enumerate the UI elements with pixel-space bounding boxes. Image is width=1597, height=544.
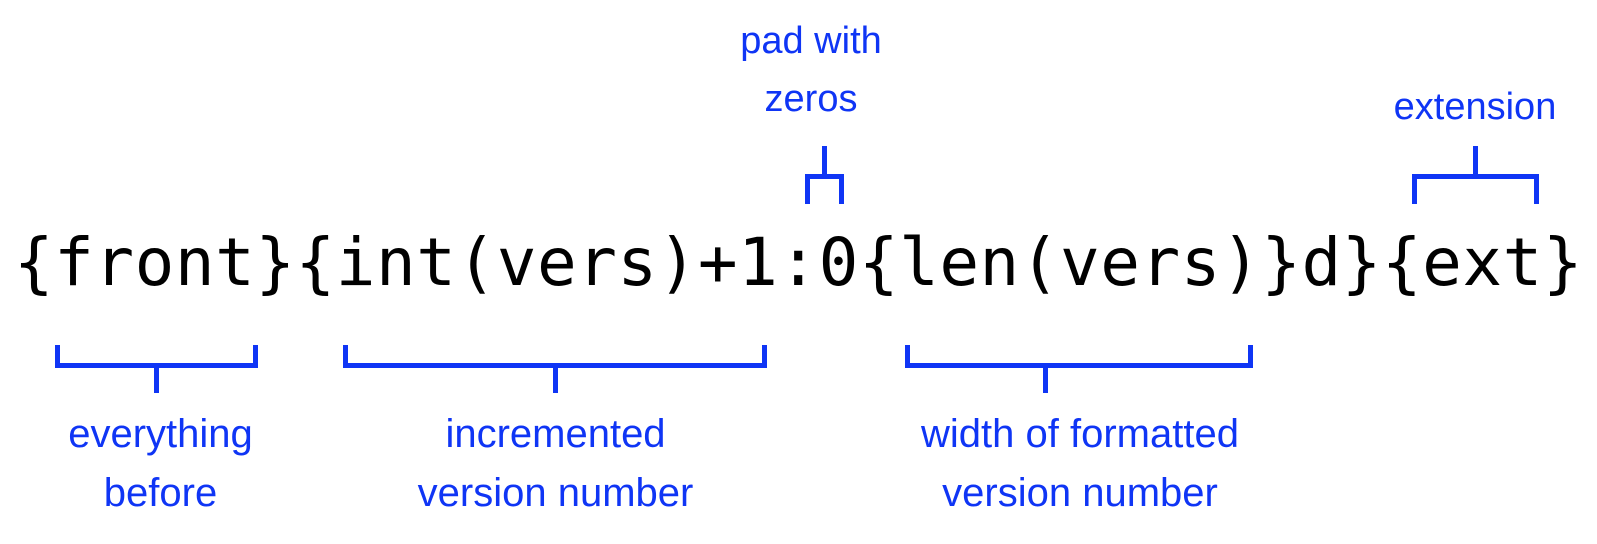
- bracket-extension: [1412, 146, 1539, 204]
- bracket-leg-right: [253, 345, 258, 368]
- bracket-stem: [154, 363, 159, 393]
- bracket-bar: [805, 174, 844, 179]
- code-string: {front}{int(vers)+1:0{len(vers)}d}{ext}: [13, 224, 1584, 301]
- bracket-leg-left: [343, 345, 348, 368]
- bracket-stem: [1043, 363, 1048, 393]
- bracket-stem: [1473, 146, 1478, 174]
- bracket-bar: [1412, 174, 1539, 179]
- annotation-label-everything-before: everything before: [68, 412, 253, 515]
- bracket-leg-left: [805, 174, 810, 204]
- bracket-leg-left: [905, 345, 910, 368]
- bracket-leg-left: [55, 345, 60, 368]
- bracket-incremented-version-number: [343, 345, 767, 393]
- bracket-stem: [553, 363, 558, 393]
- bracket-bar: [905, 363, 1253, 368]
- bracket-leg-left: [1412, 174, 1417, 204]
- bracket-leg-right: [839, 174, 844, 204]
- bracket-leg-right: [1534, 174, 1539, 204]
- bracket-leg-right: [762, 345, 767, 368]
- annotation-label-pad-with-zeros: pad with zeros: [740, 20, 882, 120]
- bracket-stem: [822, 146, 827, 174]
- annotation-label-extension: extension: [1393, 86, 1557, 128]
- annotation-label-width-of-formatted-version-number: width of formatted version number: [921, 412, 1239, 515]
- bracket-pad-with-zeros: [805, 146, 844, 204]
- annotation-label-incremented-version-number: incremented version number: [417, 412, 694, 515]
- bracket-everything-before: [55, 345, 258, 393]
- bracket-leg-right: [1248, 345, 1253, 368]
- bracket-width-of-formatted-version-number: [905, 345, 1253, 393]
